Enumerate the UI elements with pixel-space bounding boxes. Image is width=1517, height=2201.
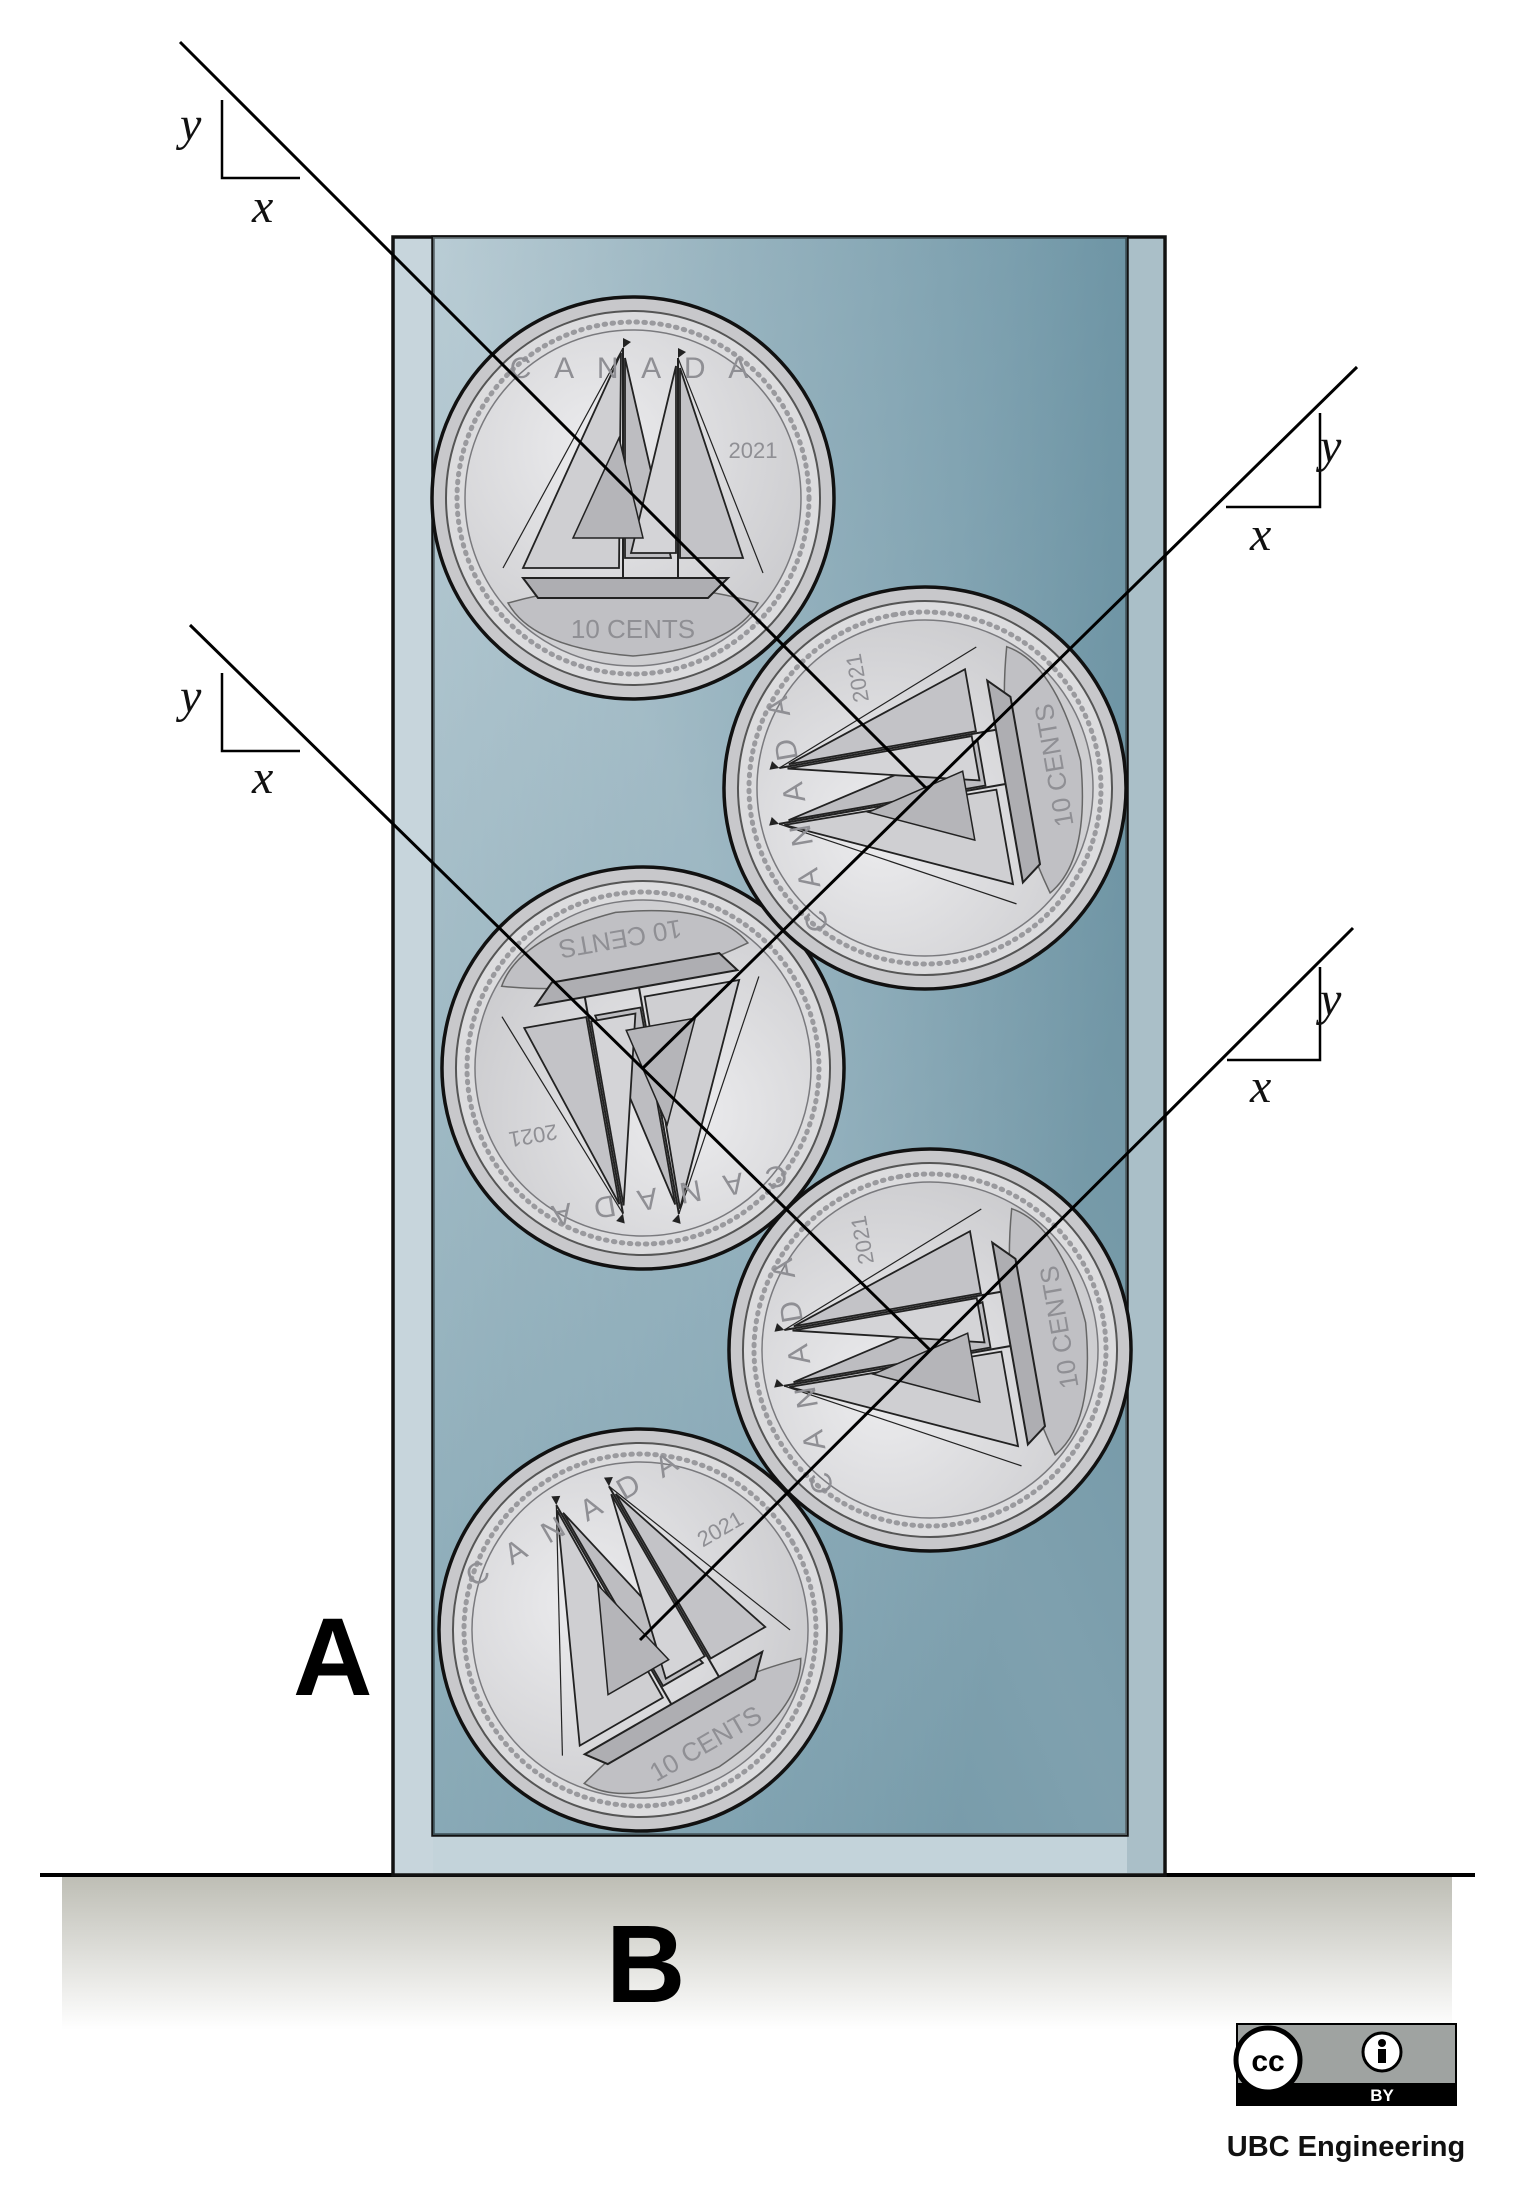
cc-by-text: BY bbox=[1370, 2086, 1394, 2105]
label-x-3: x bbox=[251, 751, 273, 804]
axis-line-2 bbox=[641, 365, 1359, 1070]
label-y-1: y bbox=[175, 98, 202, 151]
credit-text: UBC Engineering bbox=[1227, 2131, 1465, 2163]
coin-1: C A N A D A 2021 10 CENTS bbox=[432, 297, 834, 699]
label-y-4: y bbox=[1315, 973, 1342, 1026]
cc-by-badge: cc BY bbox=[1233, 2023, 1457, 2106]
slope-triangle-3 bbox=[220, 673, 300, 753]
slope-triangle-2 bbox=[1226, 413, 1322, 509]
label-x-2: x bbox=[1249, 508, 1271, 561]
axis-line-3 bbox=[188, 623, 932, 1352]
coin-1-denomination: 10 CENTS bbox=[571, 614, 695, 644]
coin-4: C A N A D A 2021 10 CENTS bbox=[697, 1117, 1163, 1583]
container-right-wall bbox=[1127, 239, 1163, 1873]
coin-1-year: 2021 bbox=[729, 438, 778, 463]
cc-icon bbox=[1233, 2025, 1303, 2095]
axis-line-4 bbox=[638, 926, 1355, 1642]
coin-1-country: C A N A D A bbox=[510, 352, 756, 385]
label-point-a: A bbox=[293, 1596, 372, 1719]
slope-triangle-4 bbox=[1227, 967, 1322, 1062]
label-x-4: x bbox=[1249, 1060, 1271, 1113]
cc-logo-text: cc bbox=[1251, 2045, 1284, 2078]
axis-line-1 bbox=[178, 40, 928, 790]
label-y-2: y bbox=[1315, 420, 1342, 473]
label-point-b: B bbox=[606, 1903, 685, 2026]
ground-shading bbox=[62, 1875, 1452, 2030]
slope-triangle-1 bbox=[220, 100, 300, 180]
container-left-wall bbox=[395, 239, 433, 1873]
coin-2: C A N A D A 2021 10 CENTS bbox=[692, 555, 1158, 1021]
label-y-3: y bbox=[175, 670, 202, 723]
label-x-1: x bbox=[251, 180, 273, 233]
